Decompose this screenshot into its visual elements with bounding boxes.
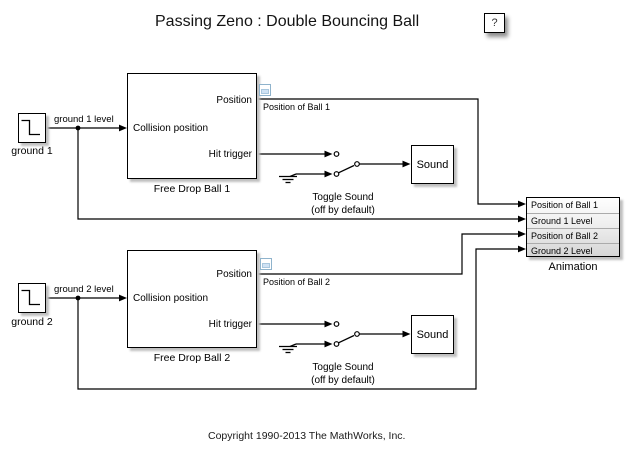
subsystem-free-drop-ball-2[interactable]: Position Collision position Hit trigger [127, 250, 257, 348]
animation-port-1-label: Position of Ball 1 [531, 200, 599, 210]
position2-signal-tag: Position of Ball 2 [263, 277, 331, 287]
ground1-signal-label: ground 1 level [54, 114, 114, 125]
toggle-sound2-label: Toggle Sound (off by default) [283, 361, 403, 387]
diagram-title: Passing Zeno : Double Bouncing Ball [155, 13, 420, 30]
hit-trigger2-arrowhead [324, 320, 333, 328]
ground-source2-arrowhead [324, 340, 333, 348]
sound2-block-text: Sound [416, 328, 449, 341]
viewer-badge-screen [262, 263, 270, 268]
fdb1-in-collision-label: Collision position [133, 123, 209, 134]
position1-wire[interactable] [257, 98, 519, 205]
ground1-to-animation-wire[interactable] [77, 128, 519, 220]
step-source-icon [21, 289, 40, 306]
signal-viewer-badge-icon[interactable] [259, 84, 271, 96]
sound1-block-text: Sound [416, 158, 449, 171]
ground-source1-arrowhead [324, 170, 333, 178]
animation-block[interactable]: Position of Ball 1 Ground 1 Level Positi… [526, 197, 620, 257]
fdb1-out-hit-trigger-label: Hit trigger [208, 149, 252, 160]
position1-arrowhead [518, 200, 526, 208]
animation-block-label: Animation [548, 261, 598, 273]
toggle-sound2-label-line2: (off by default) [311, 375, 375, 386]
switch2-to-sound-arrowhead [402, 330, 411, 338]
animation-port-2-label: Ground 1 Level [527, 213, 619, 228]
ball1-wiring [46, 98, 526, 223]
signal-viewer-badge-icon[interactable] [260, 258, 272, 270]
fdb2-out-hit-trigger-label: Hit trigger [208, 319, 252, 330]
step-source-block-ground2[interactable] [18, 283, 46, 313]
toggle-switch1-icon[interactable] [333, 151, 360, 177]
hit-trigger1-arrowhead [324, 150, 333, 158]
fdb1-block-label: Free Drop Ball 1 [153, 183, 231, 195]
sound-block-1[interactable]: Sound [411, 145, 454, 184]
ground1-block-label: ground 1 [11, 145, 53, 157]
toggle-sound1-label-line2: (off by default) [311, 205, 375, 216]
copyright-text: Copyright 1990-2013 The MathWorks, Inc. [208, 430, 406, 442]
viewer-badge-screen [261, 89, 269, 94]
fdb1-out-position-label: Position [216, 95, 252, 106]
fdb2-in-collision-label: Collision position [133, 293, 209, 304]
ground-block1-icon[interactable] [279, 173, 297, 184]
ground1-to-animation-arrowhead [518, 215, 526, 223]
position2-arrowhead [518, 230, 526, 238]
ground1-signal-arrowhead [119, 124, 127, 132]
toggle-sound1-label-line1: Toggle Sound [312, 192, 374, 203]
animation-port-4-label: Ground 2 Level [527, 243, 619, 258]
position1-signal-tag: Position of Ball 1 [263, 102, 331, 112]
position2-wire[interactable] [257, 233, 519, 275]
sound-block-2[interactable]: Sound [411, 315, 454, 354]
animation-port-3-label: Position of Ball 2 [527, 228, 619, 243]
help-button[interactable]: ? [484, 13, 505, 33]
toggle-sound2-label-line1: Toggle Sound [312, 362, 374, 373]
ground2-signal-label: ground 2 level [54, 284, 114, 295]
fdb2-out-position-label: Position [216, 269, 252, 280]
subsystem-free-drop-ball-1[interactable]: Position Collision position Hit trigger [127, 73, 257, 179]
ground2-to-animation-arrowhead [518, 245, 526, 253]
ground2-signal-arrowhead [119, 294, 127, 302]
step-source-icon [21, 119, 40, 136]
ground2-to-animation-wire[interactable] [77, 248, 519, 390]
ground-block2-icon[interactable] [279, 343, 297, 354]
toggle-sound1-label: Toggle Sound (off by default) [283, 191, 403, 217]
switch1-to-sound-arrowhead [402, 160, 411, 168]
ground2-block-label: ground 2 [11, 316, 53, 328]
toggle-switch2-icon[interactable] [333, 321, 360, 347]
step-source-block-ground1[interactable] [18, 113, 46, 143]
ball2-wiring [46, 230, 526, 390]
fdb2-block-label: Free Drop Ball 2 [153, 352, 231, 364]
